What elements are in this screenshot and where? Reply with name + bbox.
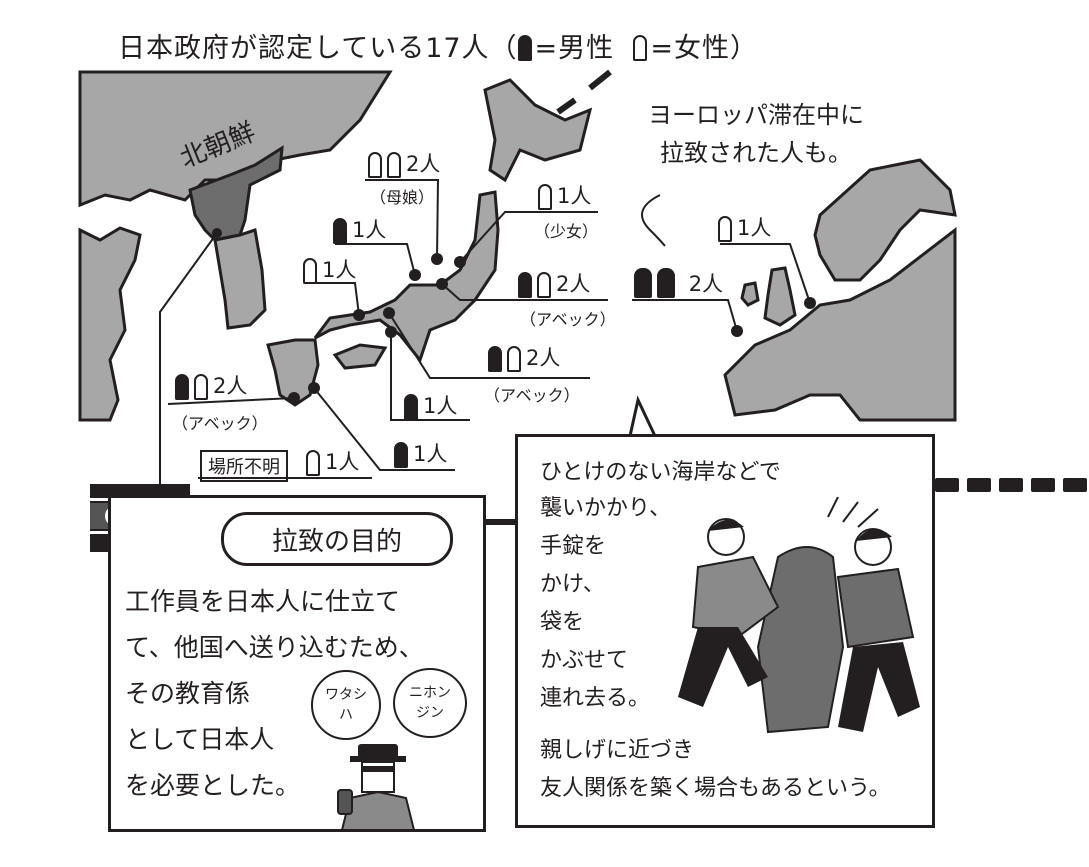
kyushu — [266, 338, 320, 407]
continuation-dashes — [935, 478, 1087, 492]
abduction-scene-illustration — [678, 497, 920, 734]
male-figure-icon — [517, 35, 532, 61]
marker-note: （アベック） — [172, 414, 268, 433]
female-figure-icon — [194, 374, 208, 400]
female-figure-icon — [538, 184, 552, 210]
marker-label-girl: 1人 — [538, 180, 591, 210]
marker-note: （アベック） — [520, 310, 616, 329]
spy-figure-icon — [337, 744, 416, 830]
marker-label-male-3: 1人 — [394, 438, 447, 468]
shikoku — [332, 343, 388, 370]
kuril-islands — [556, 69, 612, 115]
marker-label-mother-daughter: 2人 — [368, 148, 440, 178]
marker-label-couple-3: 2人 — [175, 370, 247, 400]
marker-label-europe-males: 2人 — [634, 268, 723, 298]
marker-label-europe-female: 1人 — [718, 212, 771, 242]
marker-note: （少女） — [534, 222, 599, 241]
purpose-panel: 拉致の目的 工作員を日本人に仕立て て、他国へ送り込むため、 その教育係 として… — [108, 495, 486, 832]
male-figure-icon — [518, 272, 532, 298]
female-figure-icon — [633, 35, 648, 61]
method-line: かぶせて — [540, 648, 629, 673]
male-figure-icon — [333, 218, 347, 244]
female-figure-icon — [507, 346, 521, 372]
leader-lines — [159, 179, 811, 484]
method-line: 親しげに近づき — [540, 738, 695, 763]
europe-note: ヨーロッパ滞在中に 拉致された人も。 — [648, 101, 864, 167]
method-line: 手錠を — [540, 534, 607, 559]
male-figure-icon — [404, 394, 418, 420]
purpose-line: を必要とした。 — [125, 771, 301, 800]
marker-label-male-1: 1人 — [333, 214, 386, 244]
purpose-line: として日本人 — [125, 725, 275, 754]
europe-mainland — [723, 226, 957, 422]
female-figure-icon — [718, 216, 732, 242]
purpose-heading: 拉致の目的 — [221, 512, 453, 566]
marker-label-couple-2: 2人 — [488, 342, 560, 372]
method-line: 友人関係を築く場合もあるという。 — [540, 776, 891, 801]
north-korea — [188, 145, 284, 242]
marker-label-male-2: 1人 — [404, 390, 457, 420]
marker-label-unknown-location: 1人 — [306, 446, 359, 476]
method-line: 襲いかかり、 — [540, 496, 672, 521]
male-figure-icon — [394, 442, 408, 468]
marker-label-couple-1: 2人 — [518, 268, 590, 298]
method-line: かけ、 — [540, 572, 605, 597]
speech-bubble: ニホン ジン — [393, 668, 467, 738]
scandinavia — [813, 158, 957, 282]
great-britain — [763, 266, 797, 327]
method-line: 袋を — [540, 610, 585, 635]
purpose-line: その教育係 — [125, 679, 251, 708]
marker-note: （母娘） — [370, 188, 435, 207]
china-coast-west — [78, 226, 142, 422]
female-figure-icon — [537, 272, 551, 298]
ireland — [740, 281, 760, 307]
hokkaido — [483, 78, 593, 183]
female-figure-icon — [306, 450, 320, 476]
method-line: ひとけのない海岸などで — [540, 460, 781, 485]
male-figure-icon — [657, 268, 675, 298]
page-title: 日本政府が認定している17人（=男性 =女性） — [118, 33, 758, 64]
method-line: 連れ去る。 — [540, 686, 651, 711]
female-figure-icon — [303, 258, 317, 284]
marker-note: （アベック） — [484, 386, 580, 405]
male-figure-icon — [175, 374, 189, 400]
male-figure-icon — [634, 268, 652, 298]
purpose-line: て、他国へ送り込むため、 — [125, 633, 424, 662]
speech-tail — [628, 395, 657, 437]
south-korea — [213, 228, 267, 330]
speech-bubble: ワタシ ハ — [311, 670, 381, 740]
purpose-line: 工作員を日本人に仕立て — [125, 587, 401, 616]
male-figure-icon — [488, 346, 502, 372]
method-panel: ひとけのない海岸などで 襲いかかり、 手錠を かけ、 袋を かぶせて 連れ去る。… — [515, 434, 935, 828]
location-unknown-tag: 場所不明 — [200, 450, 288, 482]
female-figure-icon — [368, 152, 382, 178]
marker-label-female-1: 1人 — [303, 254, 356, 284]
female-figure-icon — [387, 152, 401, 178]
